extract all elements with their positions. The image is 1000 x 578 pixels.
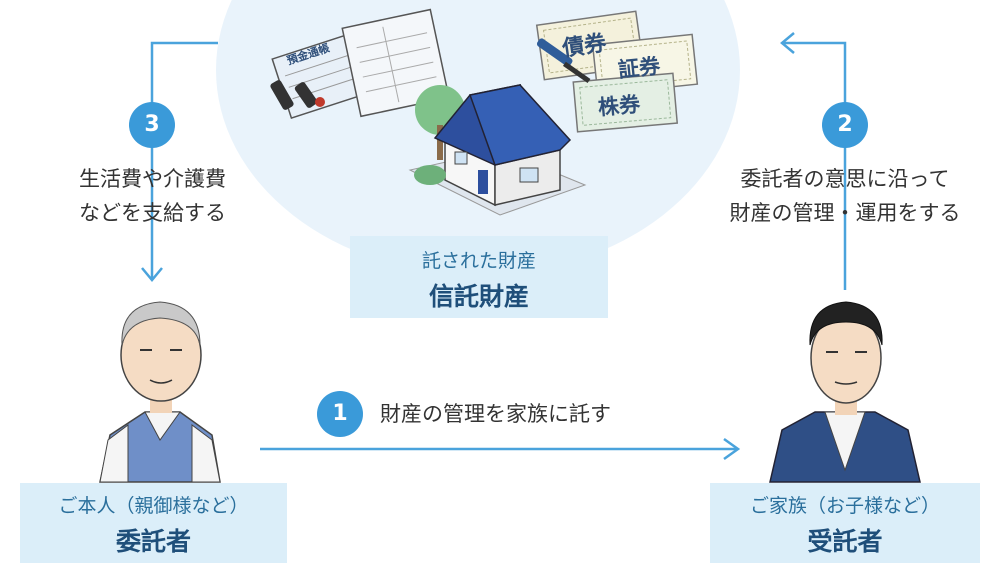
step2-badge: 2	[822, 102, 868, 148]
step3-text-line1: 生活費や介護費	[79, 167, 226, 191]
trust-property-box: 託された財産 信託財産	[350, 236, 608, 318]
step3-badge: 3	[129, 102, 175, 148]
trustee-title: 受託者	[807, 527, 883, 556]
settlor-title: 委託者	[115, 527, 191, 556]
arrow-step2	[780, 32, 847, 290]
certificate-label-stock: 株券	[597, 91, 642, 120]
trust-property-title: 信託財産	[428, 282, 529, 311]
arrow-step1	[260, 437, 741, 461]
settlor-illustration	[99, 301, 221, 483]
passbook-illustration	[270, 8, 450, 119]
step3-text-line2: などを支給する	[79, 201, 226, 225]
step2-text: 委託者の意思に沿って 財産の管理・運用をする	[700, 162, 990, 230]
trust-property-sub-label: 託された財産	[421, 250, 536, 272]
step2-text-line2: 財産の管理・運用をする	[729, 201, 961, 225]
arrow-step3	[141, 41, 218, 282]
step1-badge: 1	[317, 391, 363, 437]
step3-text: 生活費や介護費 などを支給する	[50, 162, 255, 230]
settlor-box: ご本人（親御様など） 委託者	[20, 483, 287, 563]
step1-text: 財産の管理を家族に託す	[380, 402, 611, 426]
certificates-illustration	[535, 10, 699, 133]
trustee-sub-label: ご家族（お子様など）	[749, 495, 940, 517]
settlor-sub-label: ご本人（親御様など）	[58, 495, 249, 517]
house-illustration	[408, 84, 587, 216]
trustee-illustration	[769, 301, 921, 483]
certificate-label-securities: 証券	[616, 52, 662, 83]
certificate-label-bond: 債券	[560, 30, 608, 62]
step2-text-line1: 委託者の意思に沿って	[740, 167, 950, 191]
trustee-box: ご家族（お子様など） 受託者	[710, 483, 980, 563]
